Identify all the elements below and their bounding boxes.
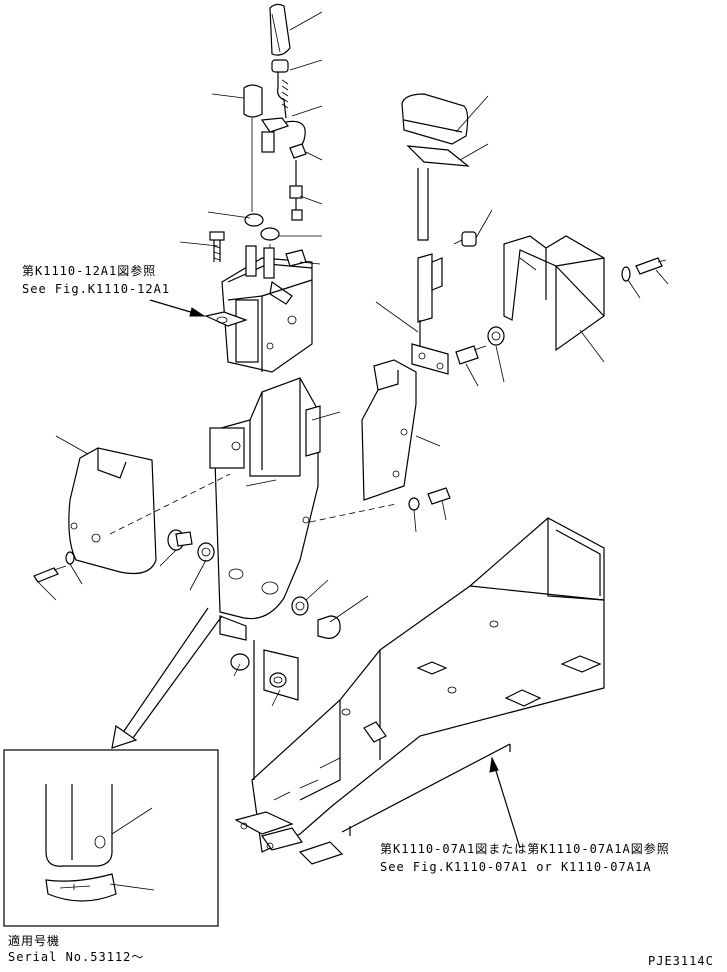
support-bracket [309, 359, 417, 523]
control-valve-block [204, 245, 313, 373]
control-lever-knob [269, 3, 291, 119]
pedal-lever-rod [411, 231, 477, 375]
ref-label-jp-12a1: 第K1110-12A1図参照 [22, 264, 157, 278]
leader-arrow-fig-07a1 [489, 756, 521, 849]
bolt-top-left [209, 231, 225, 262]
console-column [209, 377, 321, 620]
bracket-bolt [408, 487, 451, 511]
right-cover [503, 235, 605, 352]
lever-boot [243, 84, 263, 212]
floor-frame [234, 517, 605, 865]
column-bolt [167, 529, 215, 562]
ref-label-jp-07a1: 第K1110-07A1図または第K1110-07A1A図参照 [380, 842, 670, 856]
cover-screw [33, 551, 75, 583]
nut-1 [244, 213, 264, 227]
ref-label-en-07a1: See Fig.K1110-07A1 or K1110-07A1A [380, 860, 652, 874]
console-side-cover [68, 447, 231, 575]
column-lower-bracket [219, 615, 299, 701]
serial-number-label: Serial No.53112～ [8, 950, 145, 964]
lever-bolt [455, 326, 505, 365]
applicable-units-label: 適用号機 [8, 934, 61, 948]
nut-2 [260, 227, 280, 241]
cover-bolt-right [621, 257, 667, 282]
detail-arrow [111, 607, 223, 749]
pedal-pad [401, 93, 470, 241]
ref-label-en-12a1: See Fig.K1110-12A1 [22, 282, 171, 296]
callout-leaders [35, 11, 669, 891]
detail-inset [3, 749, 219, 927]
lever-cable [260, 117, 307, 221]
leader-arrow-fig-12a1 [149, 299, 206, 317]
drawing-code: PJE3114C [648, 954, 714, 968]
column-cap [291, 596, 341, 639]
